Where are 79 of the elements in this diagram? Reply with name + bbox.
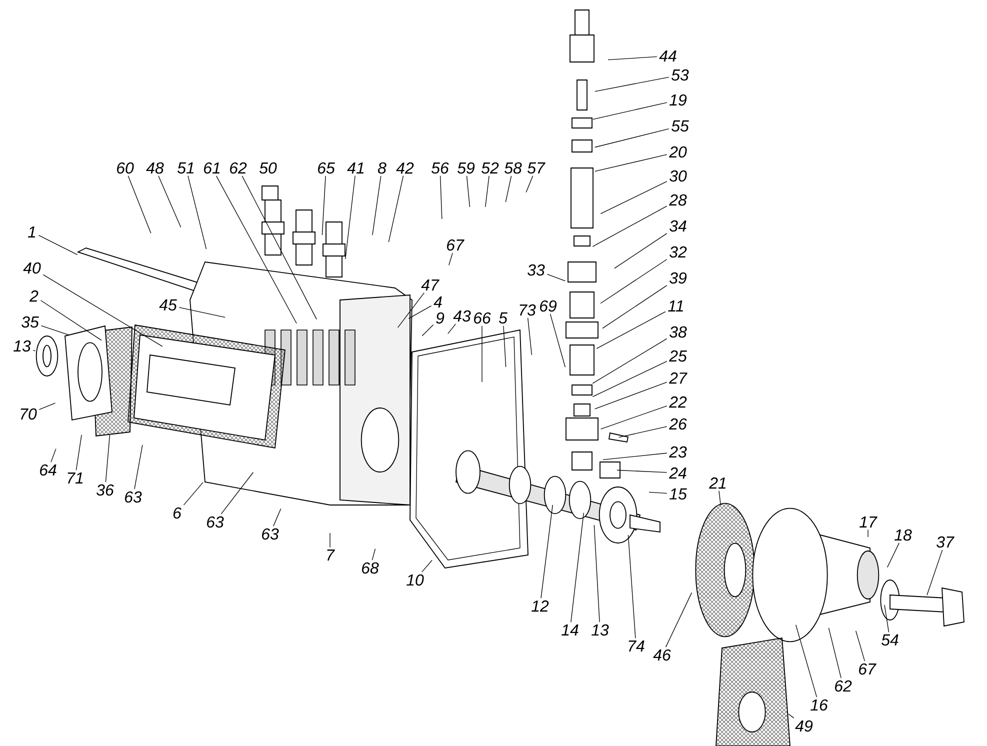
leader-line	[594, 154, 668, 172]
leader-line	[628, 534, 636, 639]
leader-line	[608, 56, 658, 60]
leader-line	[788, 714, 794, 718]
leader-line	[503, 326, 506, 368]
leader-line	[273, 508, 282, 526]
leader-line	[372, 548, 376, 560]
leader-line	[38, 402, 56, 410]
leader-line	[38, 235, 78, 255]
leader-line	[594, 382, 668, 410]
leader-line	[616, 470, 668, 473]
leader-line	[665, 592, 692, 648]
leader-line	[466, 176, 470, 208]
leader-line	[485, 176, 490, 208]
leader-line	[408, 305, 432, 319]
fuel-pump-exploded-drawing	[716, 637, 791, 746]
leader-line	[134, 444, 143, 490]
leader-line	[596, 311, 666, 349]
leader-line	[796, 624, 818, 698]
leader-line	[40, 325, 70, 336]
leader-line	[614, 233, 668, 269]
leader-line	[188, 176, 207, 250]
leader-line	[550, 314, 566, 368]
leader-line	[128, 176, 152, 234]
callout-number: 13	[14, 340, 31, 352]
leader-line	[448, 324, 456, 334]
leader-line	[505, 176, 512, 202]
leader-line	[600, 181, 668, 214]
leader-line	[594, 76, 670, 92]
leader-line	[592, 206, 668, 247]
leader-line	[594, 524, 600, 622]
leader-line	[220, 472, 254, 514]
leader-line	[546, 274, 566, 282]
leader-line	[76, 434, 82, 471]
leader-line	[388, 176, 404, 242]
leader-line	[50, 448, 56, 462]
leader-line	[528, 318, 532, 356]
callout-number: 70	[20, 408, 37, 420]
callout-number: 35	[21, 316, 39, 328]
leader-line	[600, 259, 668, 304]
leader-line	[926, 550, 943, 596]
leader-line	[887, 542, 900, 568]
callout-number: 50	[259, 162, 277, 174]
leader-line	[448, 252, 453, 266]
leader-line	[242, 176, 317, 320]
leader-line	[105, 434, 110, 482]
leader-line	[592, 102, 668, 120]
leader-line	[422, 324, 434, 336]
leader-line	[40, 300, 102, 341]
leader-line	[42, 274, 163, 347]
leader-line	[32, 350, 36, 352]
leader-line	[600, 406, 668, 430]
leader-line	[602, 452, 668, 460]
callout-number: 1	[28, 226, 36, 238]
leader-line	[322, 176, 326, 236]
leader-line	[594, 128, 670, 148]
leader-line	[648, 492, 668, 494]
leader-line	[158, 176, 182, 228]
leader-line	[372, 176, 382, 236]
leader-line	[540, 504, 553, 598]
callout-number: 40	[23, 262, 41, 274]
leader-line	[526, 176, 534, 193]
leader-line	[884, 604, 890, 632]
leader-line	[718, 490, 721, 506]
leader-line	[345, 175, 356, 260]
leader-line	[828, 628, 842, 678]
leader-line	[570, 512, 584, 623]
leader-line	[216, 176, 297, 324]
leader-line	[440, 176, 442, 220]
leader-line	[618, 426, 668, 438]
leader-line	[178, 307, 226, 318]
leader-line	[602, 285, 668, 329]
leader-line	[398, 292, 424, 328]
callout-number: 2	[29, 290, 38, 302]
leader-line	[592, 361, 668, 398]
leader-line	[183, 482, 204, 506]
leader-line	[856, 630, 866, 662]
leader-line	[422, 560, 432, 572]
leader-line	[592, 338, 668, 384]
